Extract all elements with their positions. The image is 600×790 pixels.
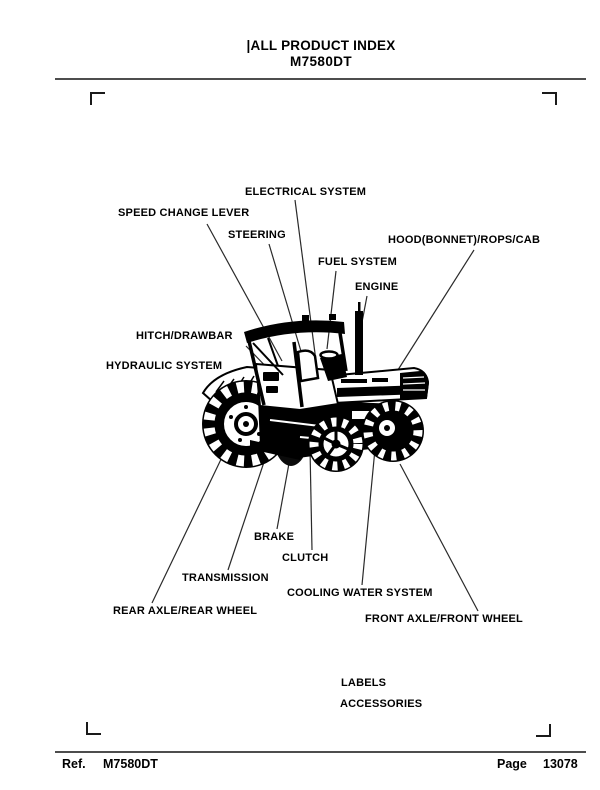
tractor-exhaust-pipe (355, 302, 363, 375)
leader-cooling-water-system (361, 448, 376, 586)
callout-brake[interactable]: BRAKE (254, 531, 295, 543)
footer-ref-value: M7580DT (103, 757, 158, 771)
leader-hood-bonnet-rops-cab (395, 249, 475, 374)
callout-rear-axle-rear-wheel[interactable]: REAR AXLE/REAR WHEEL (113, 605, 258, 617)
tractor-hitch-block (263, 372, 279, 381)
tractor-canopy-knob-2 (329, 314, 336, 320)
leader-steering (268, 243, 304, 359)
footer-rule (55, 751, 586, 753)
tractor-grille (400, 371, 429, 400)
callout-speed-change-lever[interactable]: SPEED CHANGE LEVER (118, 207, 250, 219)
footer-page-value: 13078 (543, 757, 578, 771)
leader-transmission (227, 458, 266, 571)
callout-hydraulic-system[interactable]: HYDRAULIC SYSTEM (106, 360, 223, 372)
page-title: |ALL PRODUCT INDEX (246, 38, 396, 53)
model-code: M7580DT (289, 54, 353, 69)
callout-accessories[interactable]: ACCESSORIES (340, 698, 423, 710)
leader-electrical-system (294, 199, 317, 362)
callout-fuel-system[interactable]: FUEL SYSTEM (318, 256, 398, 268)
tractor-rops-posts (247, 332, 348, 408)
tractor-canopy-knob (302, 315, 309, 321)
callout-electrical-system[interactable]: ELECTRICAL SYSTEM (245, 186, 367, 198)
callout-cooling-water-system[interactable]: COOLING WATER SYSTEM (287, 587, 433, 599)
corner-mark-top-left (90, 92, 105, 105)
footer-page-label: Page (497, 757, 527, 771)
tractor-console (320, 354, 347, 381)
tractor-canopy (244, 320, 345, 343)
header-rule (55, 78, 586, 80)
leader-clutch (309, 447, 313, 551)
leader-front-axle-front-wheel (399, 463, 479, 612)
footer-ref-label: Ref. (62, 757, 86, 771)
callout-front-axle-front-wheel[interactable]: FRONT AXLE/FRONT WHEEL (365, 613, 523, 625)
tractor-hydraulic-block (266, 386, 278, 393)
leader-speed-change-lever (206, 223, 283, 362)
corner-mark-bottom-left (86, 722, 101, 735)
tractor-grille-slats (402, 376, 426, 391)
callout-clutch[interactable]: CLUTCH (282, 552, 329, 564)
tractor-front-near-wheel (308, 416, 364, 472)
tractor-hood-brand-marks (341, 378, 388, 383)
corner-mark-bottom-right (536, 724, 551, 737)
callout-engine[interactable]: ENGINE (355, 281, 399, 293)
tractor-front-far-wheel (362, 400, 424, 462)
leader-rear-axle-rear-wheel (151, 450, 226, 604)
tractor-seat (296, 349, 320, 383)
tractor-illustration (201, 302, 430, 472)
callout-hood-bonnet-rops-cab[interactable]: HOOD(BONNET)/ROPS/CAB (388, 234, 541, 246)
callout-steering[interactable]: STEERING (228, 229, 286, 241)
leader-fuel-system (326, 270, 337, 350)
callout-labels[interactable]: LABELS (341, 677, 387, 689)
callout-hitch-drawbar[interactable]: HITCH/DRAWBAR (136, 330, 233, 342)
tractor-steering-wheel (319, 350, 339, 360)
tractor-drawbar (250, 440, 302, 460)
callout-transmission[interactable]: TRANSMISSION (182, 572, 269, 584)
corner-mark-top-right (542, 92, 557, 105)
